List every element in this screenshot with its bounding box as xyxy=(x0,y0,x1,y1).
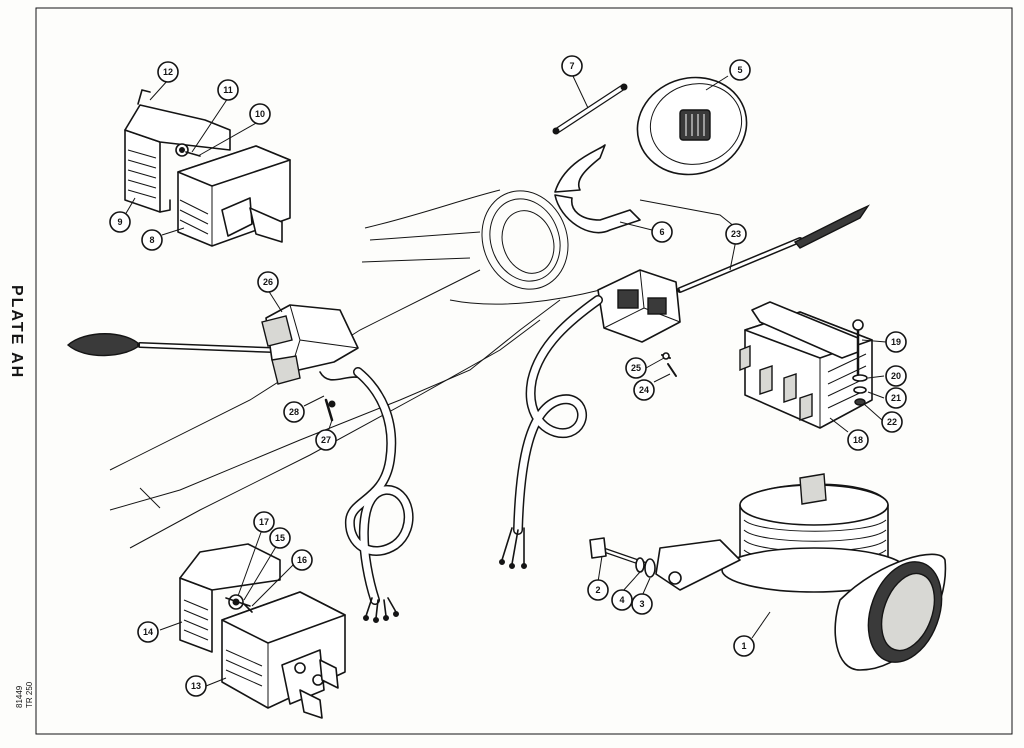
svg-text:5: 5 xyxy=(737,65,742,75)
callout-3: 3 xyxy=(631,593,653,615)
callout-7: 7 xyxy=(561,55,583,77)
callout-6: 6 xyxy=(651,221,673,243)
svg-text:27: 27 xyxy=(321,435,331,445)
callout-11: 11 xyxy=(217,79,239,101)
svg-text:19: 19 xyxy=(891,337,901,347)
plate-code: 81449 xyxy=(15,685,24,708)
svg-text:9: 9 xyxy=(117,217,122,227)
svg-text:11: 11 xyxy=(223,85,233,95)
callout-1: 1 xyxy=(733,635,755,657)
svg-text:10: 10 xyxy=(255,109,265,119)
upper-relay-assembly xyxy=(124,89,291,247)
svg-text:16: 16 xyxy=(297,555,307,565)
callout-20: 20 xyxy=(885,365,907,387)
callout-15: 15 xyxy=(269,527,291,549)
callout-5: 5 xyxy=(729,59,751,81)
callout-leaders xyxy=(124,73,887,687)
svg-text:7: 7 xyxy=(569,61,574,71)
horn-relay-assembly xyxy=(739,301,873,429)
svg-text:23: 23 xyxy=(731,229,741,239)
contact-clip xyxy=(554,144,641,234)
callout-18: 18 xyxy=(847,429,869,451)
callout-21: 21 xyxy=(885,387,907,409)
callout-27: 27 xyxy=(315,429,337,451)
callout-25: 25 xyxy=(625,357,647,379)
horn-push-button xyxy=(636,76,748,176)
callout-4: 4 xyxy=(611,589,633,611)
left-cable-harness xyxy=(344,367,414,623)
contact-pin xyxy=(552,83,628,135)
svg-text:15: 15 xyxy=(275,533,285,543)
svg-text:2: 2 xyxy=(595,585,600,595)
svg-text:24: 24 xyxy=(639,385,649,395)
svg-text:22: 22 xyxy=(887,417,897,427)
indicator-switch-assembly xyxy=(499,204,870,569)
plate-title: PLATE AH xyxy=(8,285,25,379)
callout-22: 22 xyxy=(881,411,903,433)
svg-text:18: 18 xyxy=(853,435,863,445)
svg-text:25: 25 xyxy=(631,363,641,373)
callout-2: 2 xyxy=(587,579,609,601)
callout-14: 14 xyxy=(137,621,159,643)
svg-text:17: 17 xyxy=(259,517,269,527)
svg-text:28: 28 xyxy=(289,407,299,417)
callout-24: 24 xyxy=(633,379,655,401)
svg-text:1: 1 xyxy=(741,641,746,651)
callout-10: 10 xyxy=(249,103,271,125)
callout-28: 28 xyxy=(283,401,305,423)
callout-8: 8 xyxy=(141,229,163,251)
svg-text:4: 4 xyxy=(619,595,624,605)
flasher-switch-assembly xyxy=(66,304,366,422)
plate-ref: TR 250 xyxy=(25,681,34,708)
svg-text:14: 14 xyxy=(143,627,153,637)
callout-17: 17 xyxy=(253,511,275,533)
svg-text:13: 13 xyxy=(191,681,201,691)
horn-assembly xyxy=(589,473,947,671)
callout-19: 19 xyxy=(885,331,907,353)
svg-text:20: 20 xyxy=(891,371,901,381)
callout-13: 13 xyxy=(185,675,207,697)
svg-text:21: 21 xyxy=(891,393,901,403)
callout-23: 23 xyxy=(725,223,747,245)
callout-12: 12 xyxy=(157,61,179,83)
callout-26: 26 xyxy=(257,271,279,293)
svg-text:8: 8 xyxy=(149,235,154,245)
callout-16: 16 xyxy=(291,549,313,571)
callout-9: 9 xyxy=(109,211,131,233)
svg-text:6: 6 xyxy=(659,227,664,237)
lower-relay-assembly xyxy=(179,543,346,719)
svg-text:26: 26 xyxy=(263,277,273,287)
svg-text:3: 3 xyxy=(639,599,644,609)
page-border xyxy=(35,7,1013,735)
svg-text:12: 12 xyxy=(163,67,173,77)
